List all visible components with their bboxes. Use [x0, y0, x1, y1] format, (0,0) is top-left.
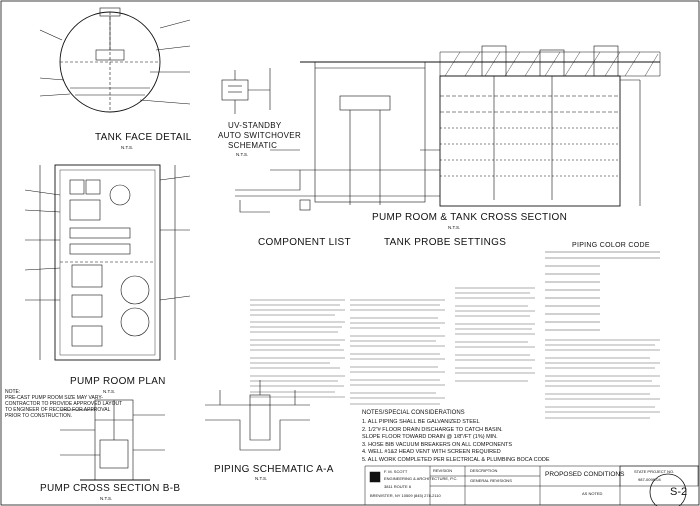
special-considerations: NOTES/SPECIAL CONSIDERATIONS 1. ALL PIPI…: [362, 410, 550, 463]
revision-header: REVISION: [433, 468, 453, 473]
spec-text-blocks: [250, 287, 660, 419]
piping-schematic-title: PIPING SCHEMATIC A-A: [214, 464, 334, 475]
pump-plan-note: NOTE: PRE-CAST PUMP ROOM SIZE MAY VARY- …: [5, 389, 123, 419]
pump-cross-section: [60, 399, 165, 481]
uv-title-1: UV-STANDBY: [228, 121, 282, 130]
pump-room-section-title: PUMP ROOM & TANK CROSS SECTION: [372, 212, 568, 223]
pump-cross-title: PUMP CROSS SECTION B-B: [40, 483, 181, 494]
uv-title-3: SCHEMATIC: [228, 141, 278, 150]
special-6: 5. ALL WORK COMPLETED PER ELECTRICAL & P…: [362, 456, 550, 463]
special-3: SLOPE FLOOR TOWARD DRAIN @ 1/8"/FT (1%) …: [362, 434, 498, 440]
sheet-number: S-2: [670, 486, 688, 498]
pump-room-section: [235, 45, 661, 213]
pump-room-plan: [24, 164, 191, 361]
special-5: 4. WELL #1&2 HEAD VENT WITH SCREEN REQUI…: [362, 449, 501, 455]
firm-line-3: 3811 ROUTE 6: [384, 484, 412, 489]
pump-cross-nts: N.T.S.: [100, 496, 113, 501]
special-4: 3. HOSE BIB VACUUM BREAKERS ON ALL COMPO…: [362, 441, 513, 448]
piping-color-table: [545, 251, 660, 331]
special-2: 2. 1/2"# FLOOR DRAIN DISCHARGE TO CATCH …: [362, 426, 503, 433]
scale-note: AS NOTED: [582, 491, 603, 496]
general-revisions: GENERAL REVISIONS: [470, 478, 512, 483]
special-header: NOTES/SPECIAL CONSIDERATIONS: [362, 410, 465, 416]
component-list-title: COMPONENT LIST: [258, 237, 351, 248]
piping-color-title: PIPING COLOR CODE: [572, 242, 650, 249]
state-project-label: STATE PROJECT NO.: [634, 469, 675, 474]
tank-face-nts: N.T.S.: [121, 145, 134, 150]
firm-line-2: ENGINEERING & ARCHITECTURE, P.C.: [384, 476, 458, 481]
project-number: 987-0098-04: [638, 477, 661, 482]
uv-nts: N.T.S.: [236, 152, 249, 157]
uv-title-2: AUTO SWITCHOVER: [218, 131, 302, 140]
description-header: DESCRIPTION: [470, 468, 498, 473]
special-1: 1. ALL PIPING SHALL BE GALVANIZED STEEL: [362, 419, 480, 425]
firm-name: F. M. SCOTT: [384, 469, 408, 474]
uv-standby-schematic: [221, 68, 271, 114]
piping-schematic-nts: N.T.S.: [255, 476, 268, 481]
pump-room-section-nts: N.T.S.: [448, 225, 461, 230]
pump-room-plan-title: PUMP ROOM PLAN: [70, 376, 166, 387]
pump-room-plan-nts: N.T.S.: [103, 389, 116, 394]
firm-line-4: BREWSTER, NY 10509 (845) 278-2110: [370, 493, 441, 498]
title-block: [364, 465, 699, 506]
proposed-conditions: PROPOSED CONDITIONS: [545, 471, 625, 478]
tank-probe-title: TANK PROBE SETTINGS: [384, 237, 507, 248]
tank-face-detail: [39, 7, 191, 113]
tank-face-title: TANK FACE DETAIL: [95, 132, 192, 143]
piping-schematic: [205, 380, 310, 451]
